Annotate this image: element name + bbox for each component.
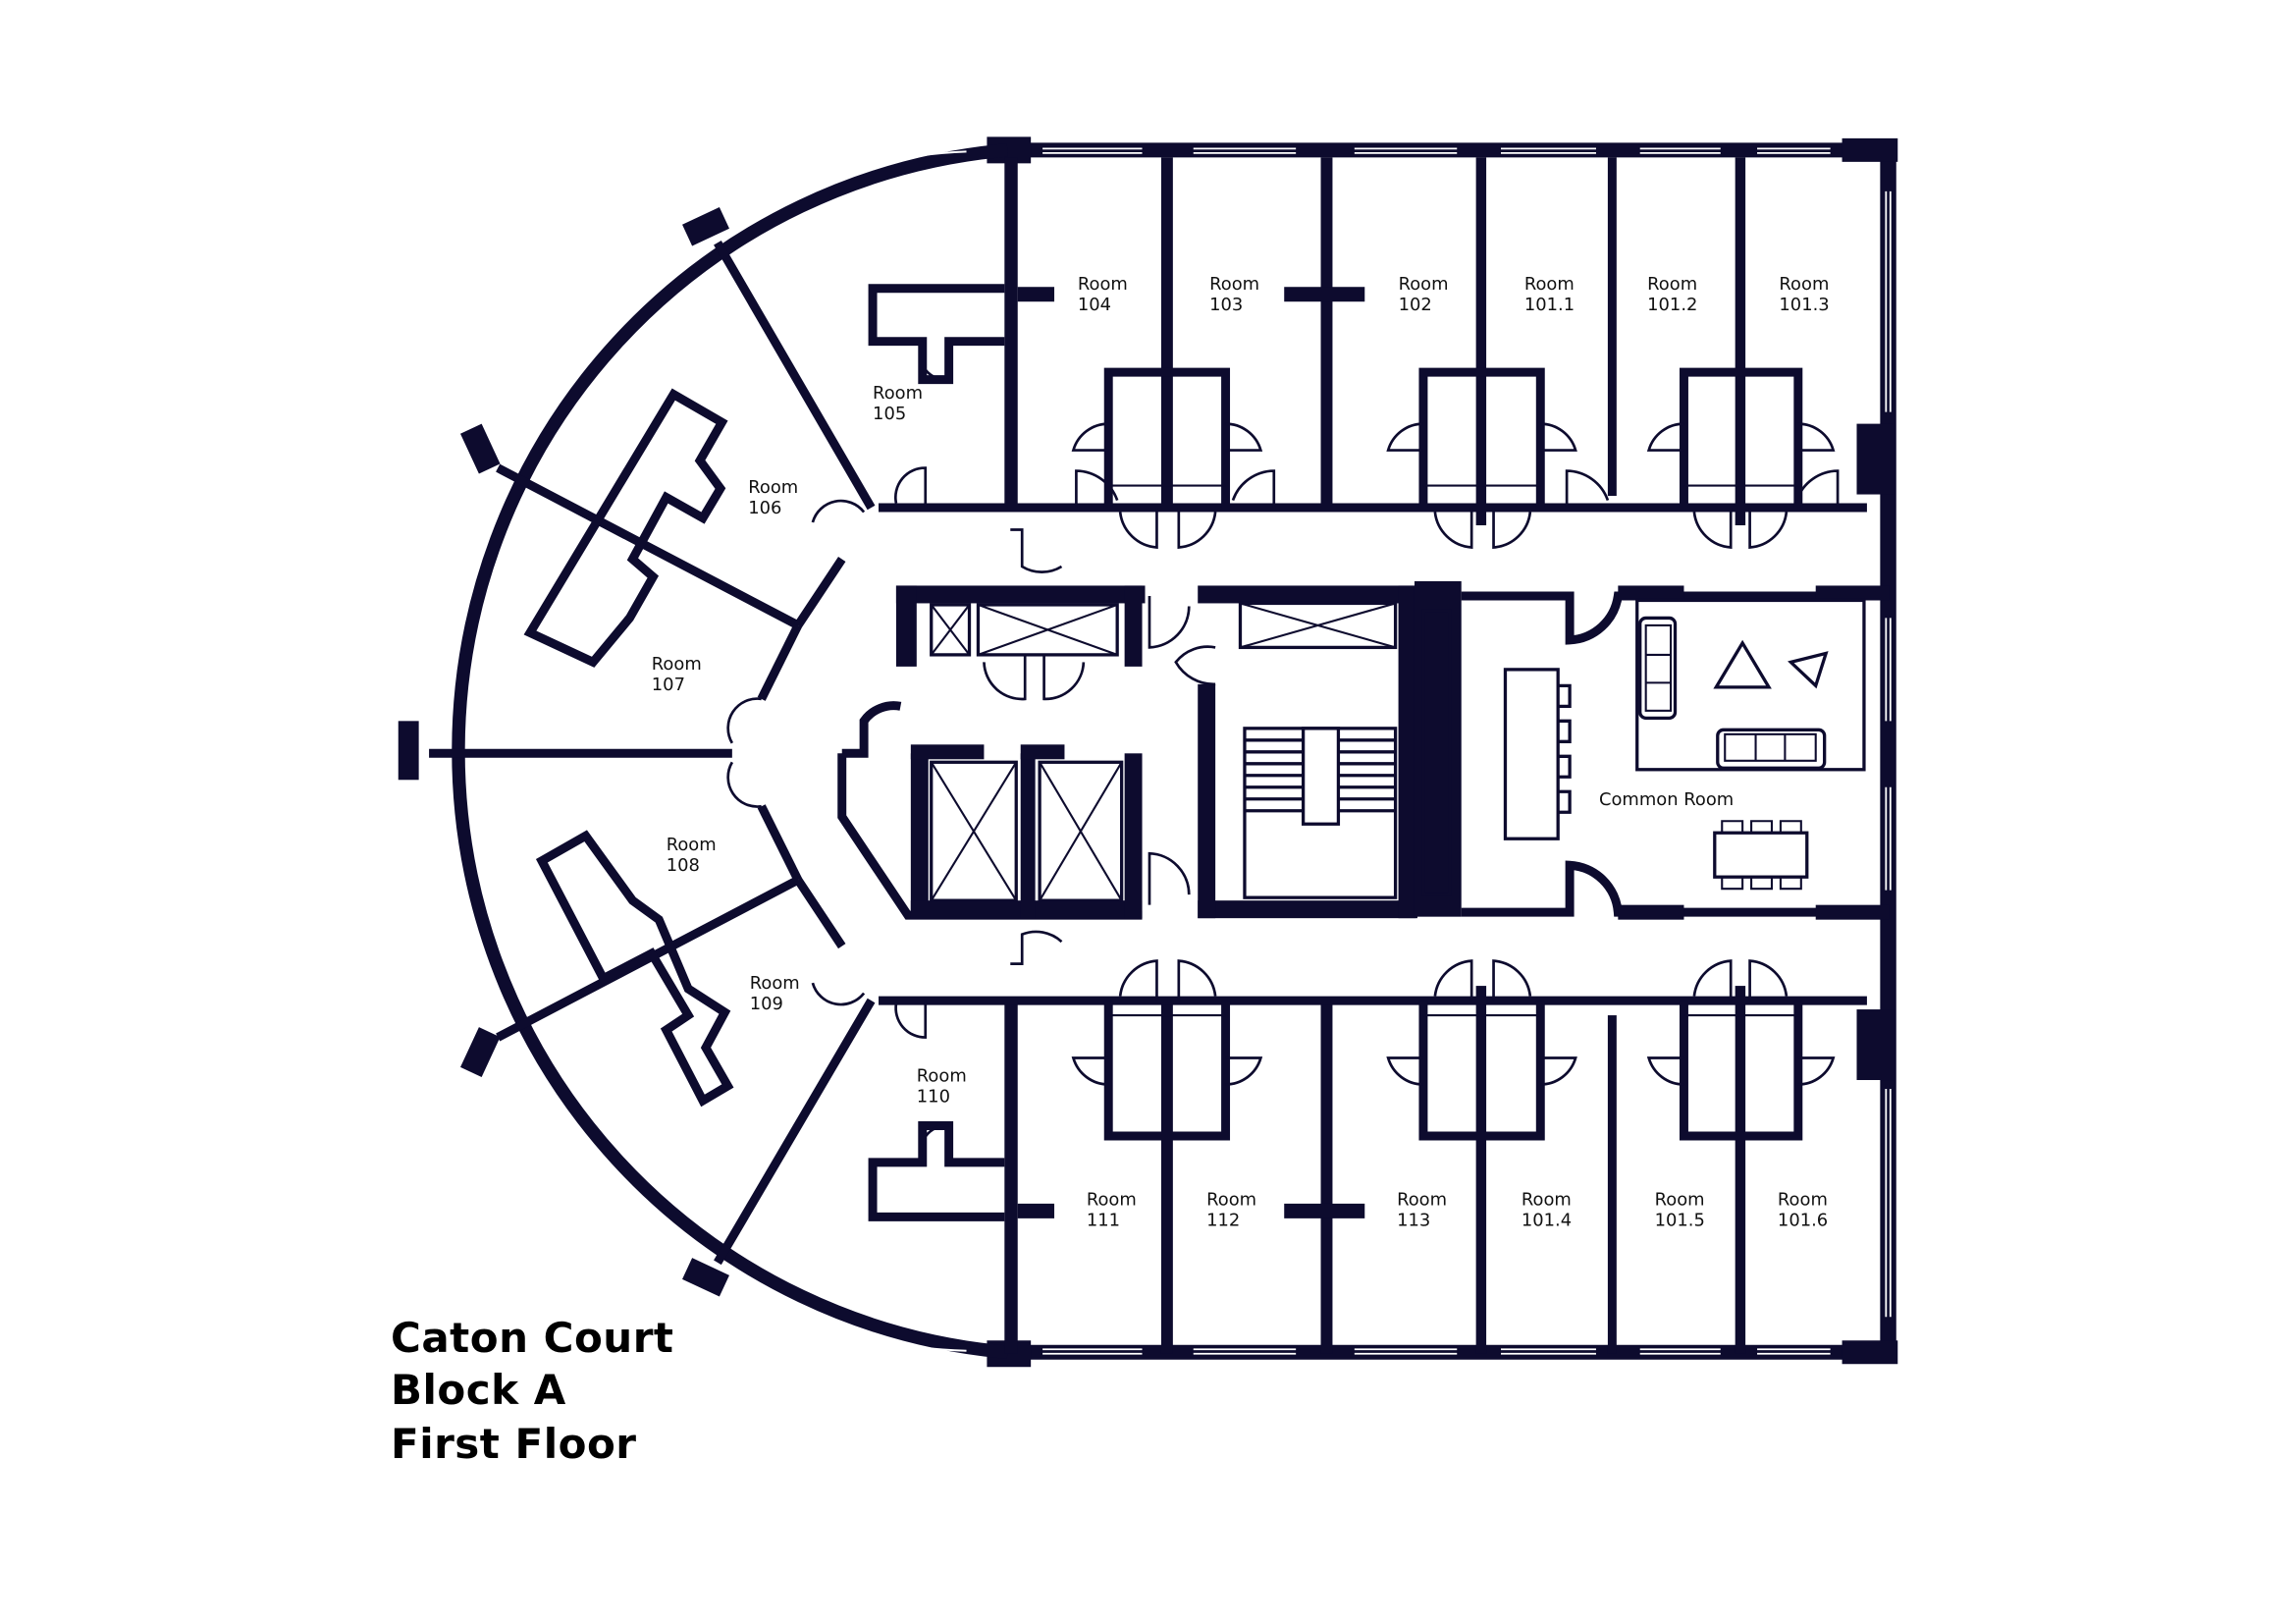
stairs-icon [1243,727,1398,899]
block-title: Block A [391,1366,566,1414]
room-label-common: Common Room [1599,789,1734,810]
sofa-icon [1716,728,1827,770]
bottom-bathroom-pods [1071,959,1836,1141]
dining-table-icon [1713,820,1809,891]
core [837,528,1417,965]
bottom-room-partitions [879,986,1867,1354]
floor-title: First Floor [391,1420,637,1468]
sofa-icon [1638,616,1678,720]
building-title: Caton Court [391,1314,674,1362]
common-room [1414,580,1890,920]
top-bathroom-pods [1071,367,1840,549]
top-room-partitions [879,157,1867,526]
curved-room-walls [429,241,1005,1266]
